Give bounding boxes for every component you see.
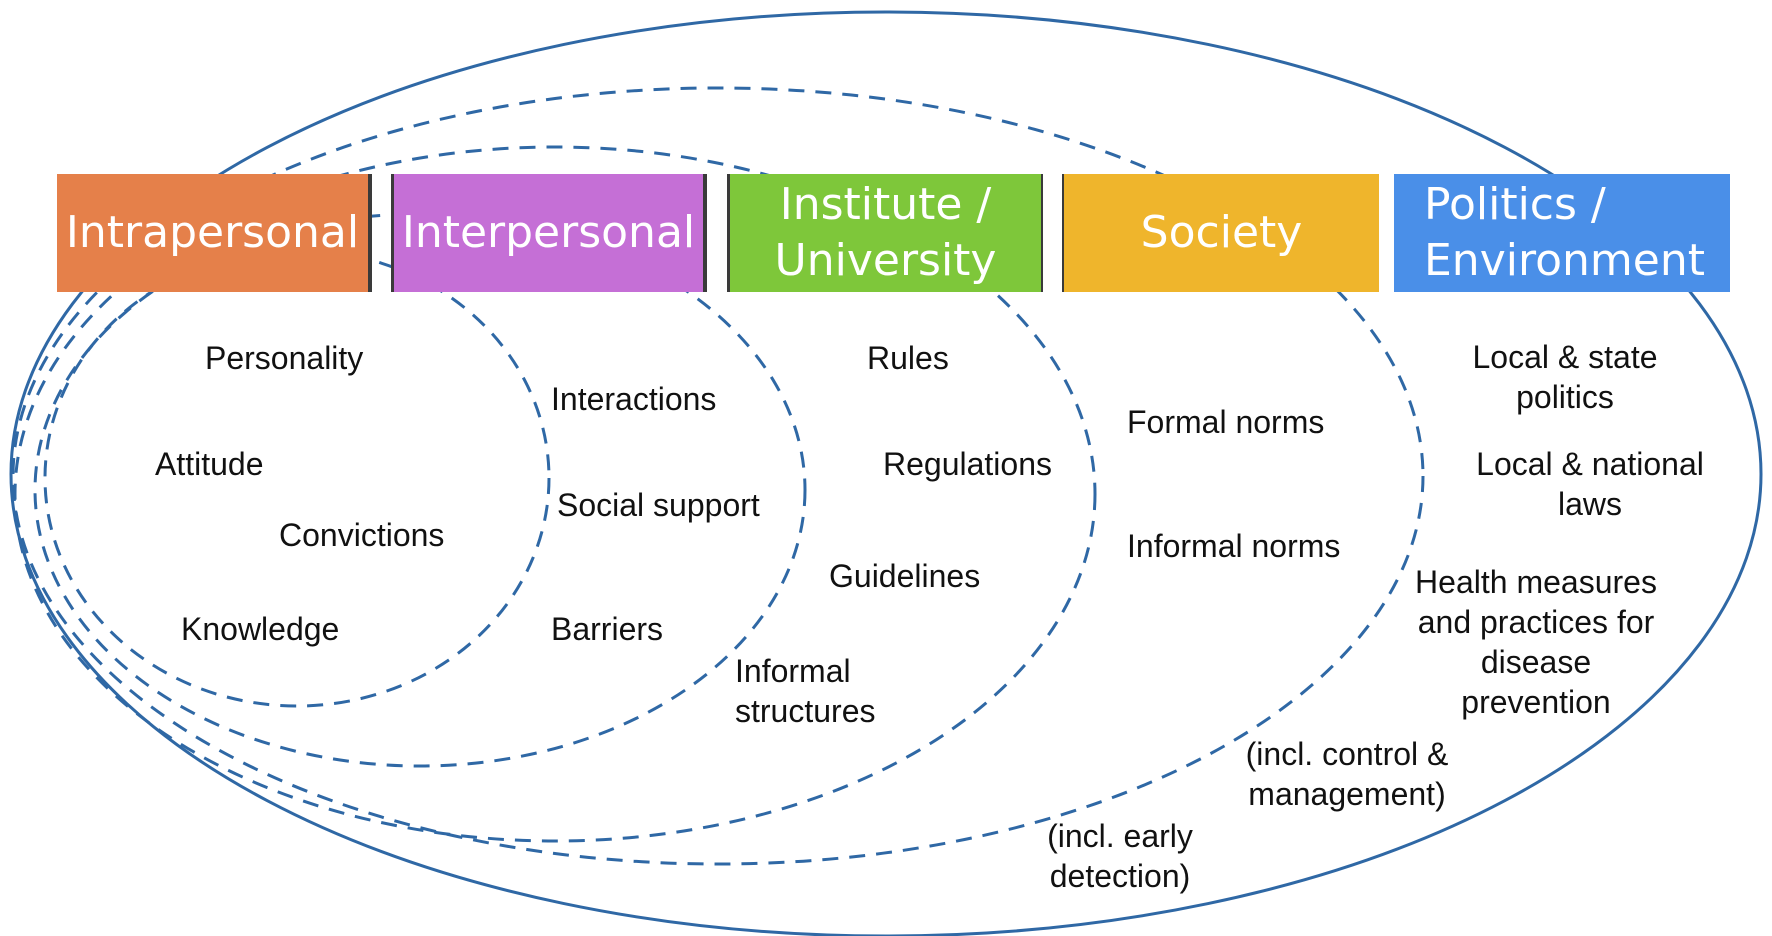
header-politics-environment: Politics / Environment [1394, 174, 1730, 292]
label-health-measures: Health measures and practices for diseas… [1415, 564, 1657, 720]
label-local-national-laws: Local & national laws [1476, 446, 1704, 522]
header-interpersonal: Interpersonal [391, 174, 707, 292]
ring-intrapersonal [43, 248, 551, 708]
label-informal-structures: Informal structures [735, 653, 876, 729]
label-guidelines: Guidelines [829, 558, 981, 594]
ring-society [11, 86, 1425, 866]
label-regulations: Regulations [883, 446, 1052, 482]
label-barriers: Barriers [551, 611, 664, 647]
label-local-state-politics: Local & state politics [1472, 339, 1658, 415]
header-intrapersonal: Intrapersonal [57, 174, 372, 292]
label-informal-norms: Informal norms [1127, 528, 1341, 564]
label-social-support: Social support [557, 487, 760, 523]
label-personality: Personality [205, 340, 364, 376]
label-incl-early-detection: (incl. early detection) [1047, 818, 1193, 894]
label-formal-norms: Formal norms [1127, 404, 1325, 440]
label-rules: Rules [867, 340, 949, 376]
header-institute-university: Institute / University [727, 174, 1043, 292]
label-interactions: Interactions [551, 381, 717, 417]
label-attitude: Attitude [155, 446, 264, 482]
label-convictions: Convictions [279, 517, 445, 553]
ring-politics-outer [9, 10, 1763, 936]
ring-institute [13, 145, 1097, 843]
header-society: Society [1062, 174, 1379, 292]
label-incl-control-management: (incl. control & management) [1245, 736, 1449, 812]
label-knowledge: Knowledge [181, 611, 340, 647]
